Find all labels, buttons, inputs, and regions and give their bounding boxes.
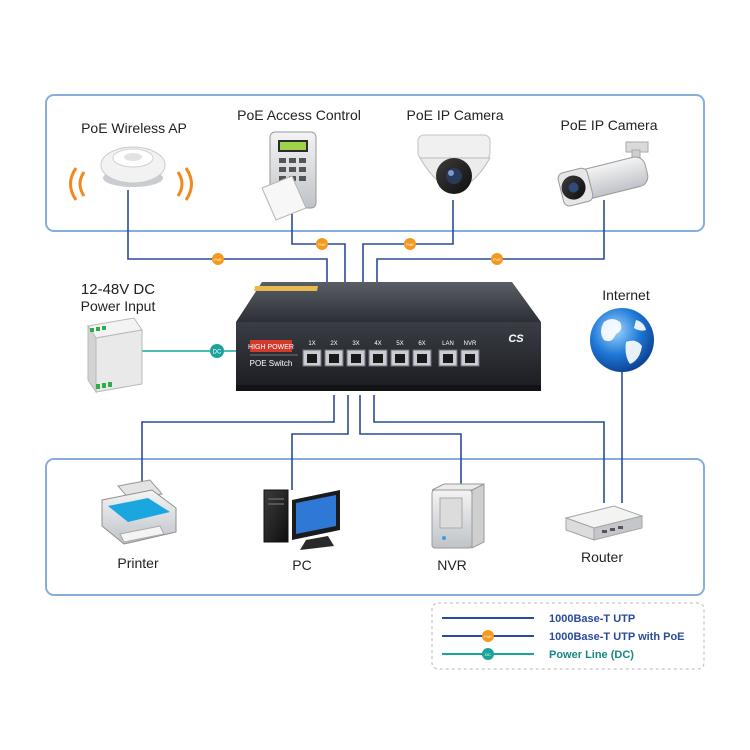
dome-camera-icon: [417, 134, 491, 194]
label-printer: Printer: [117, 555, 159, 571]
bullet-camera-icon: [557, 141, 649, 207]
svg-text:PoE: PoE: [214, 257, 222, 262]
nvr-icon: [431, 483, 485, 549]
svg-text:PoE: PoE: [493, 257, 501, 262]
switch-port-lan: LAN: [438, 341, 458, 367]
switch-name: POE Switch: [250, 359, 293, 368]
wireless-ap-icon: [100, 146, 166, 187]
switch-port-label: 5X: [396, 341, 403, 347]
bottom-cables: [141, 372, 623, 503]
switch-port-3x: 3X: [346, 341, 366, 367]
access-card-icon: [261, 175, 307, 221]
dc-power-supply-icon: [87, 317, 143, 394]
switch-port-label: 2X: [330, 341, 337, 347]
legend: 1000Base-T UTP PoE 1000Base-T UTP with PoE…: [431, 602, 705, 670]
legend-badge: [482, 630, 494, 642]
legend-item: PoE 1000Base-T UTP with PoE: [442, 630, 685, 643]
poe-badge-ap: PoE: [212, 253, 224, 265]
label-camera-2: PoE IP Camera: [560, 117, 657, 133]
label-access-control: PoE Access Control: [237, 107, 361, 123]
switch-port-label: 6X: [418, 341, 425, 347]
power-input-line2: Power Input: [81, 298, 156, 314]
pc-icon: [263, 489, 340, 550]
label-internet: Internet: [602, 287, 650, 303]
legend-label: Power Line (DC): [549, 649, 634, 661]
wifi-waves-left-icon: [69, 167, 86, 201]
label-camera-1: PoE IP Camera: [406, 107, 503, 123]
legend-badge: [482, 648, 494, 660]
legend-badge-label: DC: [485, 652, 491, 657]
switch-brand-label: HIGH POWER: [248, 344, 294, 351]
switch-port-nvr: NVR: [460, 341, 480, 367]
label-router: Router: [581, 549, 623, 565]
switch-port-2x: 2X: [324, 341, 344, 367]
poe-switch: HIGH POWER POE Switch 1X 2X 3X 4X 5X 6X LAN NVR…: [236, 282, 541, 391]
legend-label: 1000Base-T UTP with PoE: [549, 631, 685, 643]
switch-port-label: 4X: [374, 341, 381, 347]
top-devices-panel: [45, 94, 705, 232]
switch-port-label: LAN: [442, 341, 454, 347]
switch-port-1x: 1X: [302, 341, 322, 367]
printer-icon: [101, 479, 177, 545]
svg-text:PoE: PoE: [406, 242, 414, 247]
poe-badge-access: PoE: [316, 238, 328, 250]
switch-port-6x: 6X: [412, 341, 432, 367]
wifi-waves-right-icon: [176, 167, 193, 201]
router-icon: [564, 505, 644, 541]
legend-item: DC Power Line (DC): [442, 648, 634, 661]
switch-port-4x: 4X: [368, 341, 388, 367]
legend-badge-label: PoE: [484, 634, 492, 639]
poe-badge-camera1: PoE: [404, 238, 416, 250]
top-cables: [127, 190, 605, 282]
switch-logo: CS: [508, 333, 524, 345]
svg-text:PoE: PoE: [318, 242, 326, 247]
poe-badge-camera2: PoE: [491, 253, 503, 265]
label-pc: PC: [292, 557, 311, 573]
label-nvr: NVR: [437, 557, 467, 573]
internet-globe-icon: [590, 308, 654, 372]
svg-text:DC: DC: [213, 350, 222, 356]
switch-port-label: 3X: [352, 341, 359, 347]
dc-badge: DC: [210, 344, 224, 358]
switch-port-label: 1X: [308, 341, 315, 347]
switch-port-label: NVR: [464, 341, 477, 347]
label-ap: PoE Wireless AP: [81, 120, 187, 136]
switch-port-5x: 5X: [390, 341, 410, 367]
bottom-devices-panel: [45, 458, 705, 596]
power-input-line1: 12-48V DC: [81, 281, 155, 298]
switch-port-row: 1X 2X 3X 4X 5X 6X LAN NVR: [302, 341, 480, 367]
legend-label: 1000Base-T UTP: [549, 613, 635, 625]
legend-item: 1000Base-T UTP: [442, 613, 635, 625]
